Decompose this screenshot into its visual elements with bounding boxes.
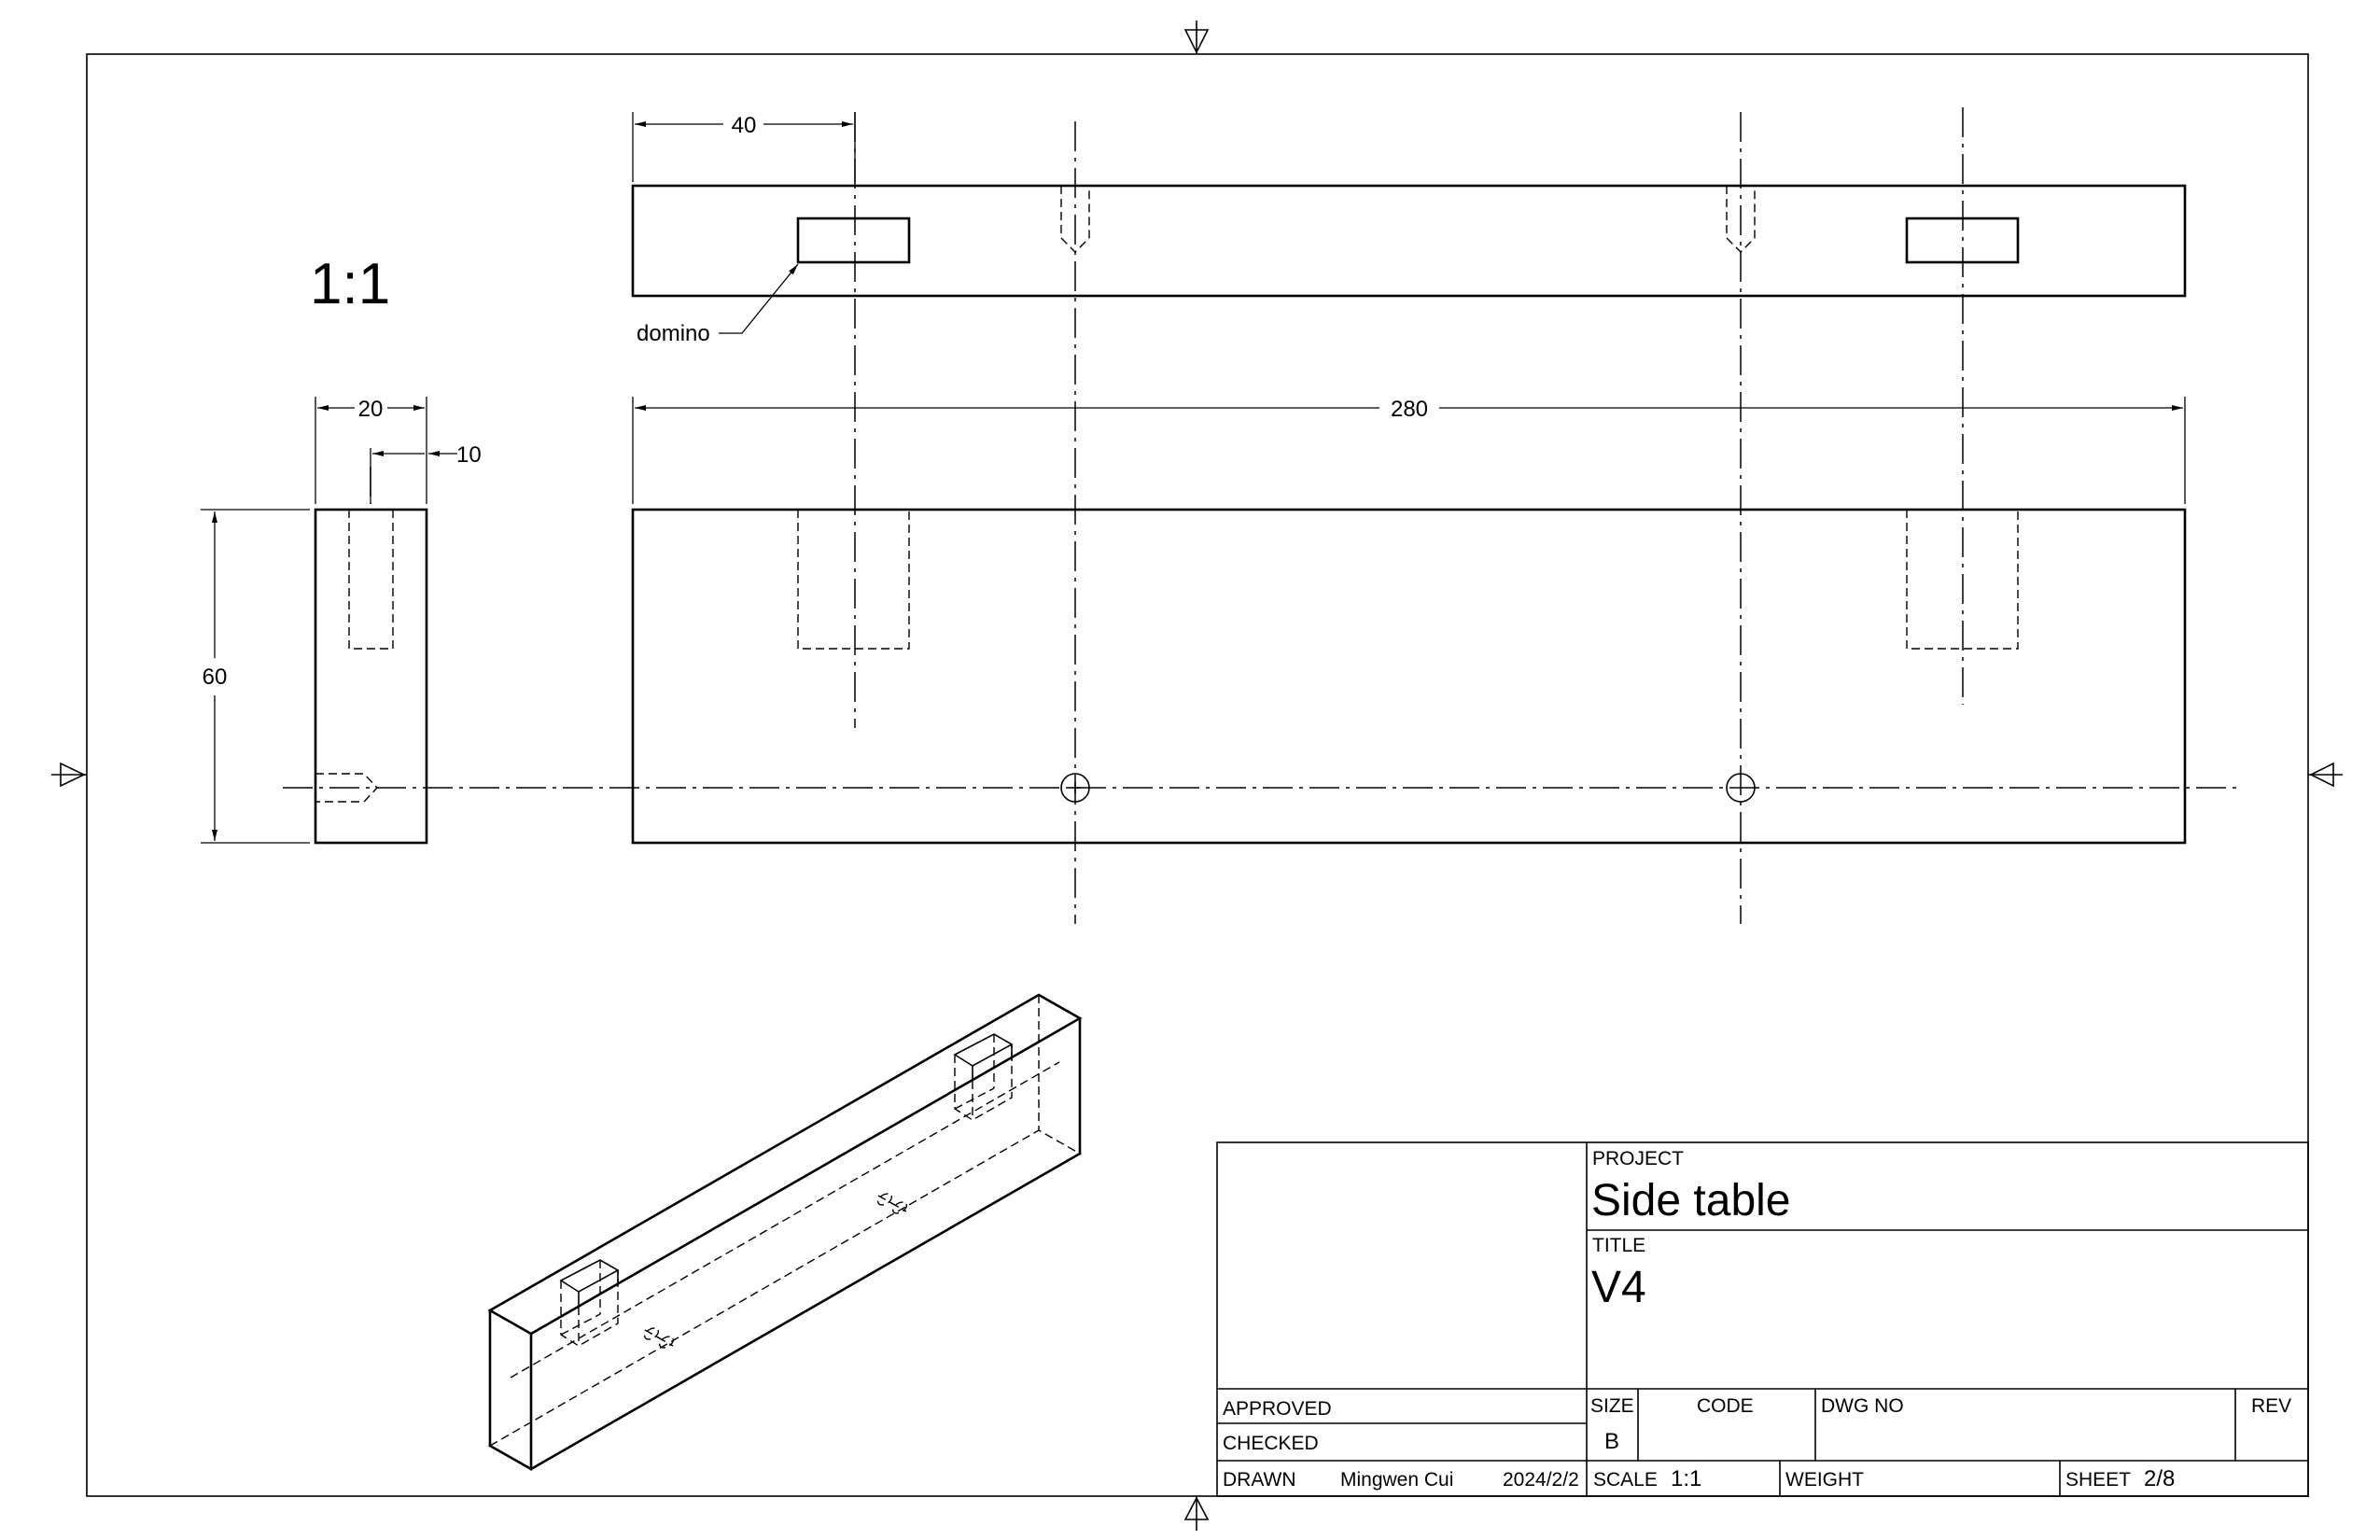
top-view xyxy=(631,184,2187,298)
domino-mortise-hidden-right xyxy=(1906,510,2019,650)
dimension-end-offset: 10 xyxy=(370,442,482,504)
drawn-by: Mingwen Cui xyxy=(1340,1469,1453,1491)
dimension-top-offset: 40 xyxy=(632,112,856,182)
dimension-end-offset-text: 10 xyxy=(456,442,482,468)
iso-dowel-left xyxy=(643,1327,675,1349)
isometric-view xyxy=(487,993,1083,1471)
domino-callout: domino xyxy=(637,263,799,346)
scale-label: SCALE xyxy=(1593,1469,1658,1491)
sheet-label: SHEET xyxy=(2065,1469,2131,1491)
rev-label: REV xyxy=(2251,1395,2291,1417)
domino-mortise-hidden-left xyxy=(797,510,910,650)
title-block: PROJECT Side table TITLE V4 APPROVED CHE… xyxy=(1216,1141,2309,1497)
iso-dowel-right xyxy=(876,1193,908,1214)
dimension-height: 60 xyxy=(201,509,310,844)
project-label: PROJECT xyxy=(1592,1148,1684,1169)
dwg-no-label: DWG NO xyxy=(1821,1395,1904,1417)
dimension-top-offset-text: 40 xyxy=(732,113,757,138)
size-label: SIZE xyxy=(1590,1395,1634,1417)
side-mortise-hidden xyxy=(348,510,394,650)
dimension-height-text: 60 xyxy=(203,665,228,690)
dimension-overall-length-text: 280 xyxy=(1391,397,1428,422)
dimension-end-width-text: 20 xyxy=(358,397,384,422)
title-label: TITLE xyxy=(1592,1235,1645,1256)
drawn-label: DRAWN xyxy=(1223,1469,1296,1491)
centerlines xyxy=(283,107,2240,924)
title-value: V4 xyxy=(1591,1263,1646,1312)
code-label: CODE xyxy=(1697,1395,1754,1417)
center-mark-top xyxy=(1183,21,1210,54)
center-mark-right xyxy=(2308,762,2343,788)
weight-label: WEIGHT xyxy=(1785,1469,1864,1491)
domino-callout-text: domino xyxy=(637,321,710,346)
dimension-end-width: 20 xyxy=(315,397,427,504)
center-mark-bottom xyxy=(1183,1496,1210,1531)
iso-domino-left xyxy=(559,1259,620,1347)
front-view xyxy=(631,508,2187,845)
iso-domino-right xyxy=(953,1033,1014,1121)
center-mark-left xyxy=(51,762,87,788)
drawn-date: 2024/2/2 xyxy=(1503,1469,1579,1491)
scale-value: 1:1 xyxy=(1671,1466,1701,1491)
project-value: Side table xyxy=(1591,1176,1791,1225)
drawing-scale-label: 1:1 xyxy=(310,252,390,316)
side-view xyxy=(314,508,428,845)
sheet-value: 2/8 xyxy=(2144,1466,2175,1491)
sheet-border xyxy=(86,53,2309,1497)
approved-label: APPROVED xyxy=(1223,1398,1332,1420)
size-value: B xyxy=(1604,1429,1619,1454)
checked-label: CHECKED xyxy=(1223,1433,1319,1454)
dimension-overall-length: 280 xyxy=(632,397,2186,504)
domino-slot-left xyxy=(796,217,911,264)
